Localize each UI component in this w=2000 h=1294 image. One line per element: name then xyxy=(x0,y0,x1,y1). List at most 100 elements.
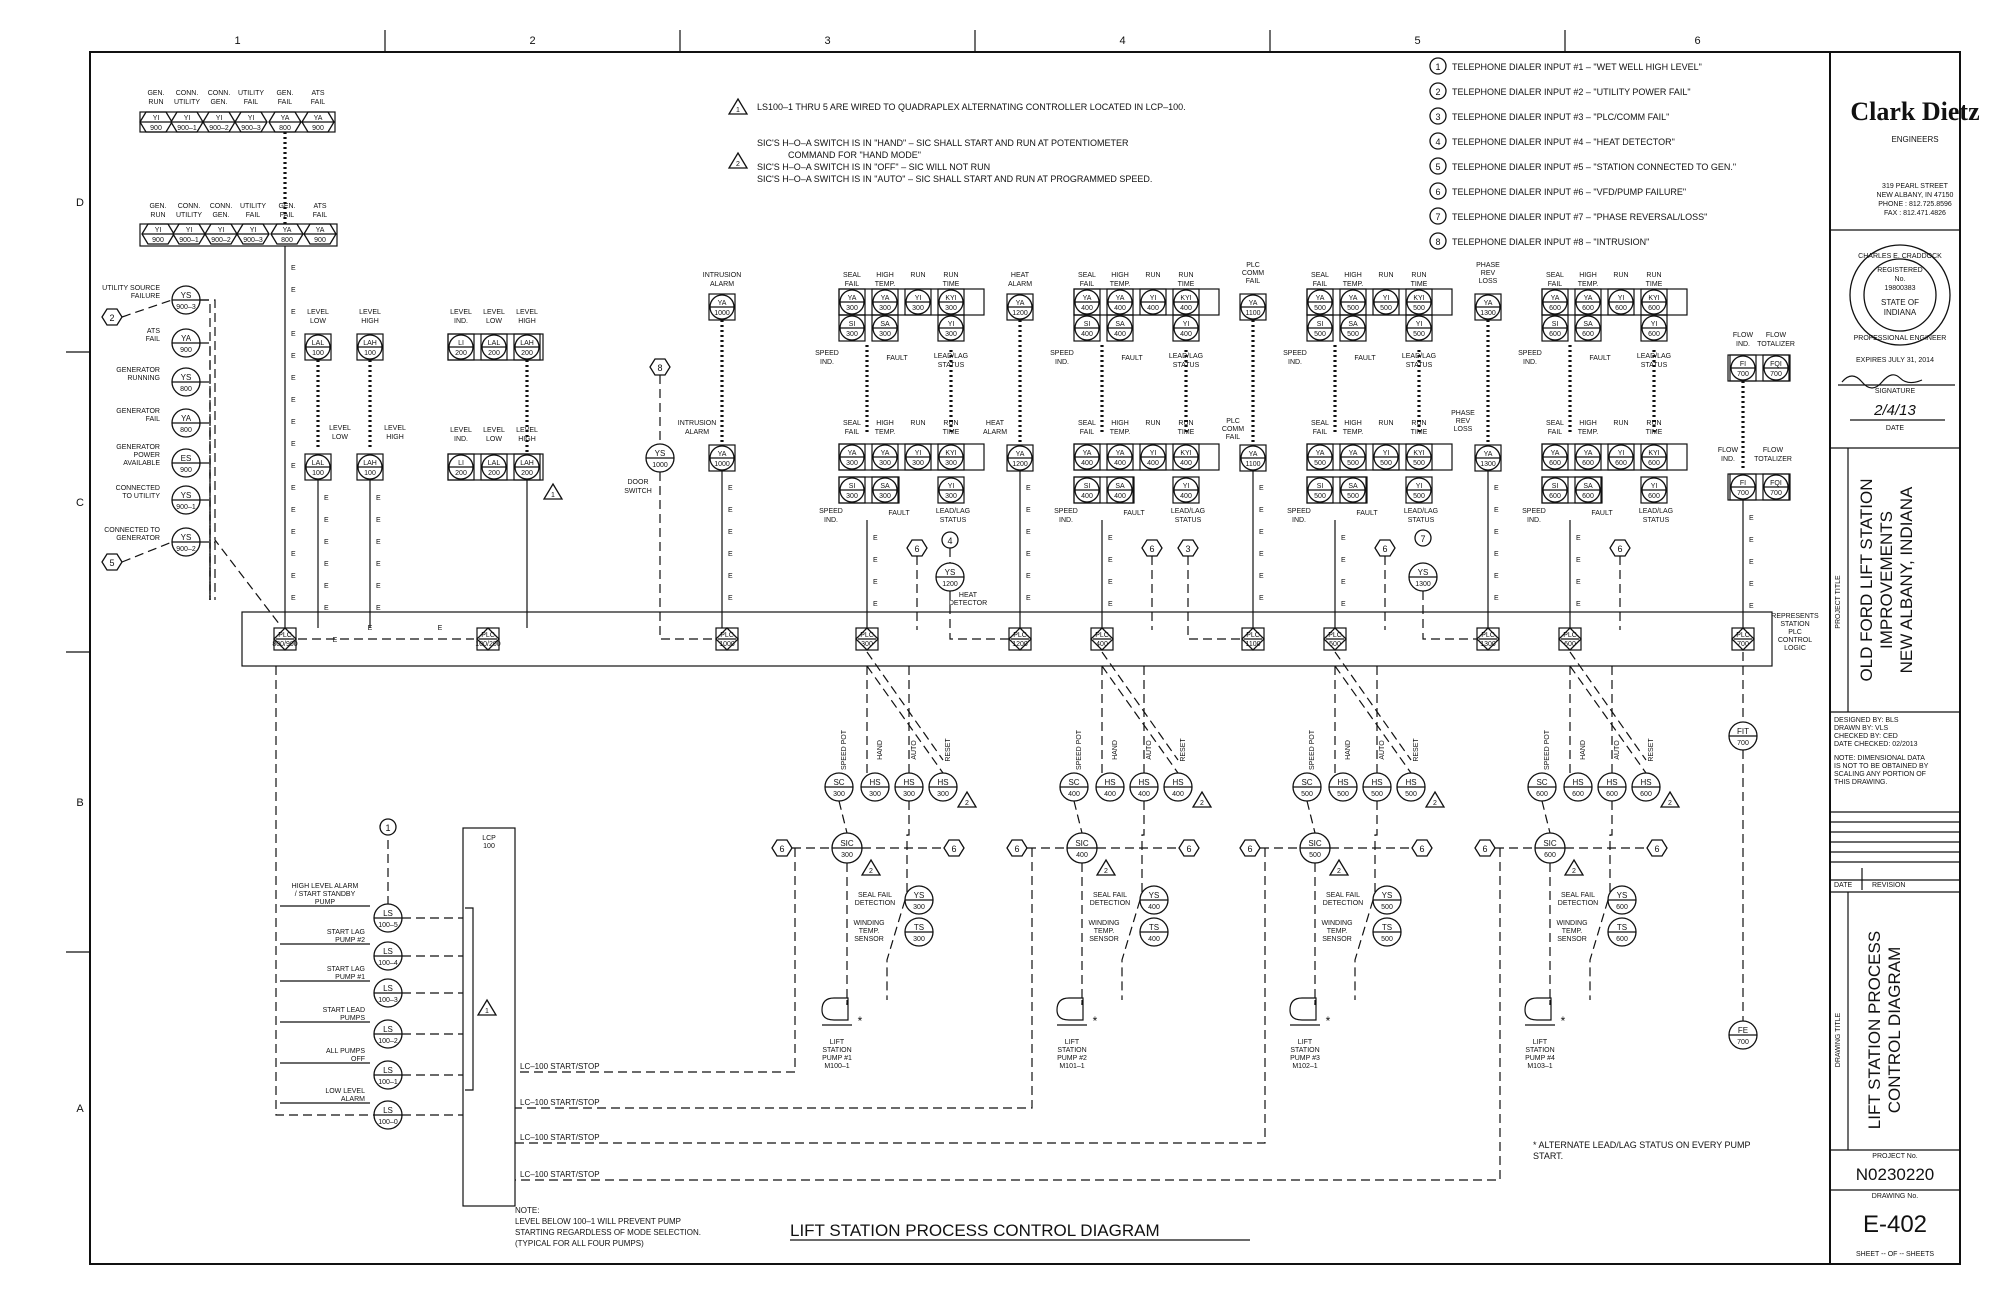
gen-label: FAIL xyxy=(313,212,328,219)
intrusion-label: INTRUSION xyxy=(703,272,742,279)
dialer-note-text: TELEPHONE DIALER INPUT #2 – "UTILITY POW… xyxy=(1452,87,1691,97)
bubble-number: 200 xyxy=(488,470,500,477)
gen-label: UTILITY xyxy=(240,203,266,210)
note-number: 4 xyxy=(947,536,952,546)
gen-label: CONN. xyxy=(176,90,199,97)
title-credit: DATE CHECKED: 02/2013 xyxy=(1834,741,1918,748)
bubble-tag: TS xyxy=(1149,923,1159,932)
dialer-ref: 6 xyxy=(1141,539,1163,557)
bubble-tag: SC xyxy=(833,778,844,787)
wire-e-label: E xyxy=(1494,485,1499,492)
bubble-tag: TS xyxy=(1617,923,1627,932)
bubble-number: 500 xyxy=(1314,460,1326,467)
wire-e-label: E xyxy=(1494,507,1499,514)
triangle-note-text: SIC'S H–O–A SWITCH IS IN "HAND" – SIC SH… xyxy=(757,138,1129,148)
pump-label: RUN xyxy=(1178,272,1193,279)
wire-e-label: E xyxy=(291,419,296,426)
bubble-number: 500 xyxy=(1371,791,1383,798)
pump-label: SEAL FAIL xyxy=(1093,892,1127,899)
device-label: ATS xyxy=(147,328,160,335)
bubble-tag: LS xyxy=(383,1106,393,1115)
pump-label: RUN xyxy=(943,420,958,427)
note-hex xyxy=(649,358,671,376)
drawing-title-label: DRAWING TITLE xyxy=(1835,1012,1842,1067)
level-switch: LS100–1 xyxy=(373,1060,403,1090)
bubble-number: 900–3 xyxy=(176,304,196,311)
pump-label: LIFT xyxy=(1065,1039,1080,1046)
gen-label: FAIL xyxy=(278,99,293,106)
bubble-number: 400 xyxy=(1076,852,1088,859)
triangle-number: 2 xyxy=(1433,800,1437,807)
triangle-shape xyxy=(1424,790,1446,808)
bubble-number: 600 xyxy=(1549,460,1561,467)
device-label: GENERATOR xyxy=(116,367,160,374)
panel-instrument-frame xyxy=(447,333,475,361)
note-triangle: 2 xyxy=(727,151,749,169)
hex-number: 900 xyxy=(312,125,324,132)
bubble-tag: KYI xyxy=(1413,450,1424,457)
bubble-number: 400 xyxy=(1081,305,1093,312)
note-number: 5 xyxy=(1435,162,1440,172)
firm-address-line: FAX : 812.471.4826 xyxy=(1884,210,1946,217)
bubble-tag: YS xyxy=(181,533,192,542)
wire-e-label: E xyxy=(1576,557,1581,564)
speed-command xyxy=(1073,800,1083,834)
level-label: LEVEL xyxy=(359,309,381,316)
bubble-tag: SA xyxy=(1348,321,1358,328)
speed-fault-frame xyxy=(1306,476,1368,504)
seal-expires: EXPIRES JULY 31, 2014 xyxy=(1856,357,1934,364)
bubble-number: 600 xyxy=(1549,305,1561,312)
plc-comm-label: FAIL xyxy=(1246,278,1261,285)
pump-label: DETECTION xyxy=(1558,900,1598,907)
bubble-number: 600 xyxy=(1640,791,1652,798)
wire-e-label: E xyxy=(324,605,329,612)
bubble-tag: SA xyxy=(1348,483,1358,490)
bubble-tag: HS xyxy=(1606,778,1617,787)
intrusion-label: INTRUSION xyxy=(678,420,717,427)
firm-address-line: PHONE : 812.725.8596 xyxy=(1878,201,1952,208)
device-label: GENERATOR xyxy=(116,444,160,451)
gen-label: UTILITY xyxy=(238,90,264,97)
note-hex xyxy=(1411,839,1433,857)
bubble-number: 600 xyxy=(1582,460,1594,467)
pump-label: IND. xyxy=(1055,359,1069,366)
hoa-label: RESET xyxy=(945,738,952,762)
wire-e-label: E xyxy=(291,375,296,382)
pump-group: SEALFAILYA500HIGHTEMP.YA500RUNYI500RUNTI… xyxy=(515,272,1453,1144)
pump-label: SPEED xyxy=(819,508,843,515)
wire-e-label: E xyxy=(291,463,296,470)
heat-label: HEAT xyxy=(986,420,1005,427)
dialer-note-number: 7 xyxy=(1429,207,1447,225)
bubble-tag: HS xyxy=(1572,778,1583,787)
wire-e-label: E xyxy=(324,495,329,502)
pump-asterisk: * xyxy=(1093,1014,1098,1028)
note-triangle: 1 xyxy=(542,482,564,500)
bubble-number: 300 xyxy=(912,305,924,312)
bubble-tag: SI xyxy=(849,483,856,490)
pump-label: SPEED xyxy=(1522,508,1546,515)
pump-label: SENSOR xyxy=(854,936,884,943)
wire-e-label: E xyxy=(1259,529,1264,536)
project-title-line: OLD FORD LIFT STATION xyxy=(1857,478,1876,681)
hex-tag: YA xyxy=(314,115,323,122)
hoa-signal xyxy=(1334,665,1412,774)
grid-row-label: A xyxy=(76,1103,84,1115)
pump-label: STATUS xyxy=(940,517,967,524)
pump-label: FAULT xyxy=(1354,355,1376,362)
note-number: 6 xyxy=(1617,544,1622,554)
